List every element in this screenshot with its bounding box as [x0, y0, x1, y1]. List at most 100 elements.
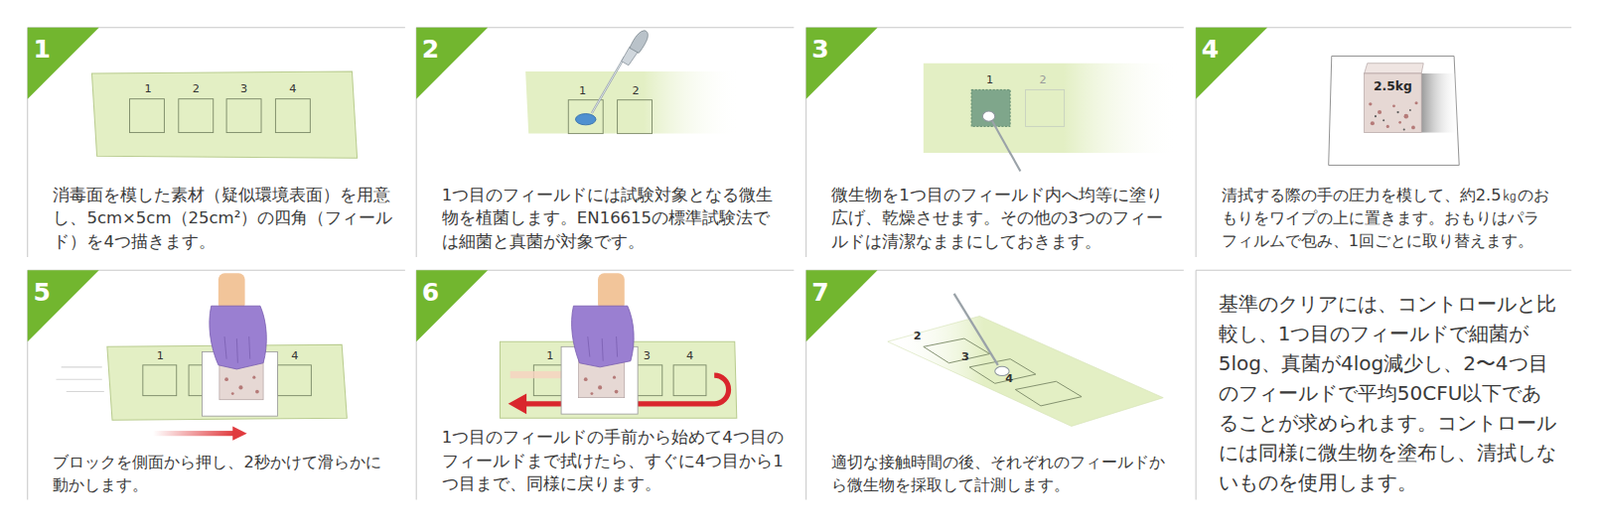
test-surface: [1025, 89, 1065, 127]
wipe-and-weight: [1374, 115, 1377, 118]
wipe-and-weight: [1382, 119, 1385, 122]
step-description: 基準のクリアには、コントロールと比較し、1つ目のフィールドで細菌が5log、真菌…: [1218, 289, 1562, 498]
wipe-and-hand: [572, 305, 635, 368]
test-surface: [923, 338, 991, 364]
step-number: 3: [811, 36, 829, 62]
step-panel: 基準のクリアには、コントロールと比較し、1つ目のフィールドで細菌が5log、真菌…: [1195, 270, 1574, 507]
pipette: [575, 114, 596, 126]
step-number: 7: [811, 279, 829, 304]
step-panel: 3 微生物を1つ目のフィールド内へ均等に塗り広げ、乾燥させます。その他の3つのフィ…: [806, 27, 1184, 258]
wipe-and-weight: [1398, 121, 1402, 125]
field-number: 2: [913, 330, 922, 342]
wipe-and-weight: [1396, 111, 1399, 114]
step-description: 1つ目のフィールドには試験対象となる微生物を植菌します。EN16615の標準試験…: [441, 183, 784, 255]
test-surface: [923, 338, 1082, 407]
test-surface: [275, 99, 310, 134]
field-number: 4: [289, 84, 296, 96]
wipe-and-weight: [1328, 56, 1461, 166]
wipe-and-weight: [1374, 109, 1412, 131]
motion-lines: [56, 367, 105, 393]
step-number: 1: [32, 36, 50, 62]
step-badge: [416, 27, 488, 100]
step-panel: 2 1つ目のフィールドには試験対象となる微生物を植菌します。EN16615の標準試…: [416, 27, 794, 258]
step-badge: [416, 270, 488, 342]
panel-border: [27, 27, 1572, 501]
step-number: 2: [422, 36, 439, 62]
illustration-part: [27, 27, 1572, 501]
test-surface: [525, 71, 740, 135]
test-surface: [969, 359, 1036, 385]
wipe-and-hand: [583, 377, 588, 382]
wipe-and-weight: [1368, 101, 1418, 130]
field-number: 1: [156, 350, 164, 362]
step-panel: 1消毒面を模した素材（疑似環境表面）を用意し、5cm×5cm（25cm²）の四角…: [27, 27, 406, 258]
wipe-and-weight: [1409, 109, 1412, 112]
test-surface: [923, 63, 1179, 153]
step-description: 清拭する際の手の圧力を模して、約2.5㎏のおもりをワイプの上に置きます。おもりは…: [1221, 183, 1564, 253]
panel-border: [1195, 270, 1572, 272]
field-number: 3: [240, 84, 248, 96]
pipette: [575, 30, 648, 126]
wipe-and-hand: [597, 273, 625, 310]
motion-lines: [66, 391, 105, 393]
field-number: 1: [546, 350, 554, 362]
direction-arrow: [152, 426, 248, 440]
pipette: [591, 57, 625, 115]
step-description: 適切な接触時間の後、それぞれのフィールドから微生物を採取して計測します。: [831, 450, 1173, 497]
wipe-path-arrow: [508, 394, 527, 416]
wipe-path-arrow: [637, 372, 715, 379]
test-surface: [143, 365, 177, 397]
field-number: 2: [192, 84, 200, 96]
field-number: 4: [686, 350, 694, 362]
step-badge: [27, 27, 100, 100]
step-badge: [806, 27, 878, 100]
step-panel: 7 適切な接触時間の後、それぞれのフィールドから微生物を採取して計測します。: [806, 270, 1184, 500]
wipe-and-weight: [1403, 128, 1406, 131]
field-number: 3: [961, 351, 970, 363]
step-badge: [806, 270, 878, 342]
step-number: 6: [422, 279, 439, 304]
wipe-and-hand: [238, 385, 243, 390]
test-surface: [178, 99, 214, 134]
wipe-and-weight: [1377, 110, 1382, 115]
pipette: [629, 30, 648, 54]
field-number: 4: [1005, 374, 1014, 386]
step-description: 微生物を1つ目のフィールド内へ均等に塗り広げ、乾燥させます。その他の3つのフィー…: [831, 183, 1173, 255]
direction-arrow: [232, 426, 247, 440]
panel-border: [1195, 270, 1197, 500]
test-surface: [923, 63, 1179, 153]
wipe-and-hand: [614, 390, 619, 395]
field-number: 1: [144, 84, 151, 96]
wipe-and-hand: [597, 385, 602, 390]
field-number: 2: [631, 86, 639, 98]
wipe-and-hand: [218, 273, 246, 310]
test-surface: [525, 71, 740, 135]
wipe-and-hand: [224, 377, 229, 382]
test-surface: [568, 100, 652, 135]
wipe-and-hand: [561, 273, 638, 415]
wipe-and-weight: [1386, 125, 1390, 129]
wipe-and-hand: [255, 390, 260, 395]
wipe-and-weight: [1415, 101, 1419, 105]
sampling-swab: [954, 293, 999, 366]
wipe-and-hand: [201, 273, 278, 417]
field-number: 1: [579, 86, 586, 98]
step-badge: [27, 27, 1268, 342]
wipe-and-hand: [231, 392, 235, 396]
wipe-and-hand: [209, 305, 267, 370]
step-panel: 61つ目のフィールドの手前から始めて4つ目のフィールドまで拭けたら、すぐに4つ目…: [416, 270, 794, 500]
wipe-and-weight: [1370, 121, 1375, 126]
wipe-and-weight: [1421, 73, 1460, 134]
spreader: [992, 120, 1021, 171]
field-number: 4: [290, 350, 298, 362]
wipe-and-weight: [1411, 126, 1416, 131]
test-surface: [226, 99, 262, 134]
pipette: [591, 57, 625, 115]
test-surface: [129, 99, 310, 134]
test-surface: [91, 71, 357, 158]
wipe-and-hand: [224, 336, 251, 364]
step-badge: [27, 270, 100, 342]
step-panel: 4清拭する際の手の圧力を模して、約2.5㎏のおもりをワイプの上に置きます。おもり…: [1195, 27, 1574, 258]
test-surface: [277, 365, 311, 397]
